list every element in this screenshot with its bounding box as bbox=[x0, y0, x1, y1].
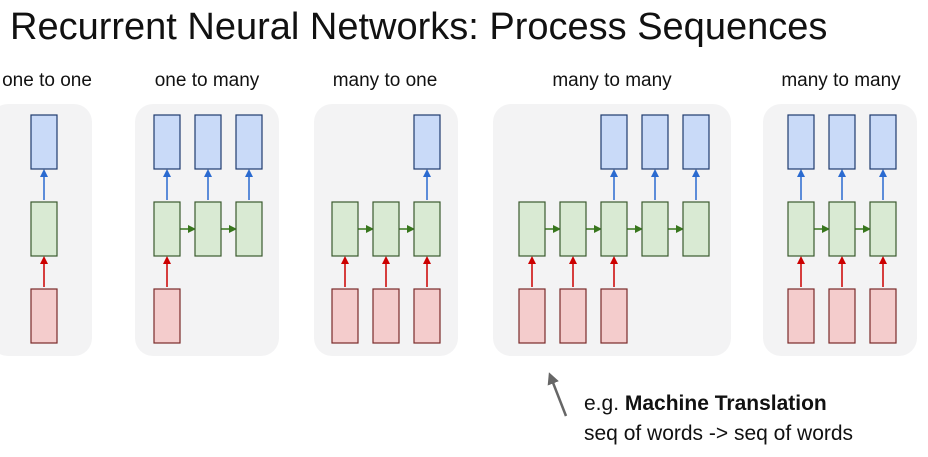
hidden-cell bbox=[828, 201, 856, 257]
hidden-cell bbox=[30, 201, 58, 257]
input-cell bbox=[153, 288, 181, 344]
output-cell bbox=[30, 114, 58, 170]
panel-label-one-to-one: one to one bbox=[2, 70, 92, 91]
slide-title: Recurrent Neural Networks: Process Seque… bbox=[10, 6, 828, 48]
hidden-cell bbox=[682, 201, 710, 257]
output-cell bbox=[828, 114, 856, 170]
hidden-cell bbox=[331, 201, 359, 257]
input-cell bbox=[828, 288, 856, 344]
pointer-arrow bbox=[547, 372, 568, 417]
hidden-cell bbox=[413, 201, 441, 257]
output-cell bbox=[413, 114, 441, 170]
hidden-cell bbox=[559, 201, 587, 257]
hidden-cell bbox=[641, 201, 669, 257]
input-cell bbox=[869, 288, 897, 344]
output-cell bbox=[787, 114, 815, 170]
panel-label-many-to-many-translation: many to many bbox=[552, 70, 672, 91]
output-cell bbox=[600, 114, 628, 170]
output-cell bbox=[682, 114, 710, 170]
annotation-emphasis: Machine Translation bbox=[624, 392, 827, 415]
output-cell bbox=[869, 114, 897, 170]
input-cell bbox=[413, 288, 441, 344]
input-cell bbox=[372, 288, 400, 344]
input-cell bbox=[559, 288, 587, 344]
hidden-cell bbox=[153, 201, 181, 257]
output-cell bbox=[194, 114, 222, 170]
input-cell bbox=[600, 288, 628, 344]
hidden-cell bbox=[194, 201, 222, 257]
annotation-prefix: e.g. bbox=[584, 392, 625, 415]
hidden-cell bbox=[372, 201, 400, 257]
input-cell bbox=[331, 288, 359, 344]
hidden-cell bbox=[518, 201, 546, 257]
annotation-line-2: seq of words -> seq of words bbox=[584, 422, 854, 445]
input-cell bbox=[787, 288, 815, 344]
input-cell bbox=[518, 288, 546, 344]
hidden-cell bbox=[600, 201, 628, 257]
hidden-cell bbox=[869, 201, 897, 257]
hidden-cell bbox=[235, 201, 263, 257]
hidden-cell bbox=[787, 201, 815, 257]
panel-label-one-to-many: one to many bbox=[154, 70, 260, 91]
output-cell bbox=[641, 114, 669, 170]
input-cell bbox=[30, 288, 58, 344]
output-cell bbox=[153, 114, 181, 170]
output-cell bbox=[235, 114, 263, 170]
panel-label-many-to-one: many to one bbox=[332, 70, 438, 91]
panel-label-many-to-many-synced: many to many bbox=[781, 70, 901, 91]
annotation-line-1: e.g. Machine Translation bbox=[584, 392, 827, 416]
